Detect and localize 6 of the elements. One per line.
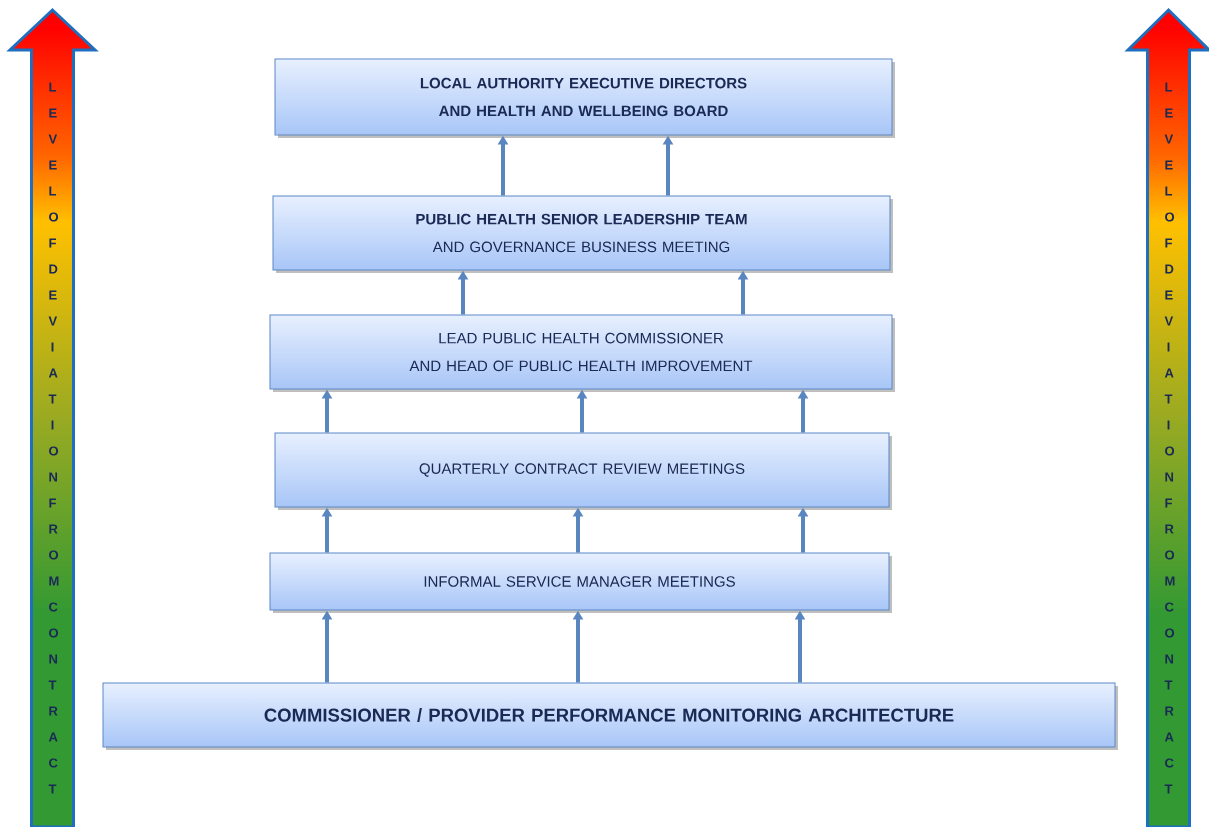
process-box: LOCAL AUTHORITY EXECUTIVE DIRECTORS AND HEALTH AND WELLBEING BOARD <box>274 58 893 136</box>
process-box: INFORMAL SERVICE MANAGER MEETINGS <box>269 552 890 611</box>
process-box: LEAD PUBLIC HEALTH COMMISSIONER AND HEAD OF PUBLIC HEALTH IMPROVEMENT <box>269 314 893 390</box>
process-box: QUARTERLY CONTRACT REVIEW MEETINGS <box>274 432 890 508</box>
process-box: PUBLIC HEALTH SENIOR LEADERSHIP TEAM AND GOVERNANCE BUSINESS MEETING <box>272 195 891 271</box>
process-box: COMMISSIONER / PROVIDER PERFORMANCE MONITORING ARCHITECTURE <box>102 682 1116 748</box>
